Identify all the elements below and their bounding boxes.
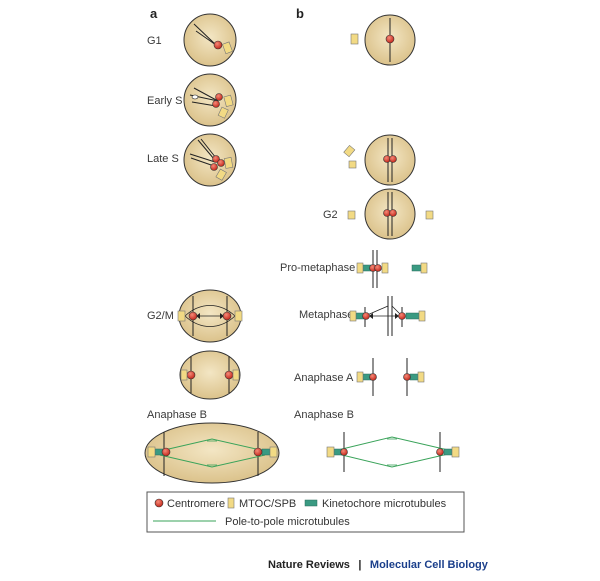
stage-label-g1: G1	[147, 35, 162, 47]
legend-mtoc-icon	[227, 497, 235, 509]
cell-late-s	[183, 133, 237, 187]
credit-subject: Molecular Cell Biology	[370, 559, 489, 571]
cell-b-anaphase-a	[356, 358, 425, 396]
legend-centromere-label: Centromere	[167, 498, 225, 510]
legend-pole-mt-label: Pole-to-pole microtubules	[225, 516, 350, 528]
stage-label-anaphase-b-b: Anaphase B	[294, 409, 354, 421]
legend-centromere-icon	[154, 498, 164, 508]
stage-label-g2m: G2/M	[147, 310, 174, 322]
cell-b-anaphase-b	[326, 432, 460, 472]
legend-kinetochore-label: Kinetochore microtubules	[322, 498, 447, 510]
legend-kinetochore-icon	[304, 499, 318, 507]
cell-g2m	[177, 289, 243, 343]
stage-label-g2: G2	[323, 209, 338, 221]
credit-separator: |	[358, 559, 361, 571]
stage-label-metaphase: Metaphase	[299, 309, 353, 321]
cell-early-s	[183, 73, 237, 127]
cell-b-late-s	[343, 134, 416, 186]
credit-journal: Nature Reviews	[268, 559, 350, 571]
cell-b-metaphase	[349, 296, 426, 336]
stage-label-anaphase-b-a: Anaphase B	[147, 409, 207, 421]
cell-anaphase-b-panel-a	[144, 422, 280, 484]
legend-mtoc-label: MTOC/SPB	[239, 498, 296, 510]
journal-credit: Nature Reviews | Molecular Cell Biology	[268, 555, 489, 572]
stage-label-late-s: Late S	[147, 153, 179, 165]
legend: Centromere MTOC/SPB Kinetochore microtub…	[146, 491, 465, 533]
svg-text:Nature Reviews | M: Nature Reviews | Molecular Cell Biology	[268, 555, 489, 572]
stage-label-anaphase-a: Anaphase A	[294, 372, 354, 384]
cell-b-g1	[350, 14, 416, 66]
stage-label-early-s: Early S	[147, 95, 182, 107]
panel-label-b: b	[296, 6, 304, 21]
cell-b-g2	[347, 188, 434, 240]
panel-label-a: a	[150, 6, 158, 21]
cell-b-prometaphase	[356, 250, 428, 288]
cell-g1	[183, 13, 237, 67]
stage-label-prometaphase: Pro-metaphase	[280, 262, 355, 274]
cell-anaphase-a-panel-a	[179, 350, 241, 400]
